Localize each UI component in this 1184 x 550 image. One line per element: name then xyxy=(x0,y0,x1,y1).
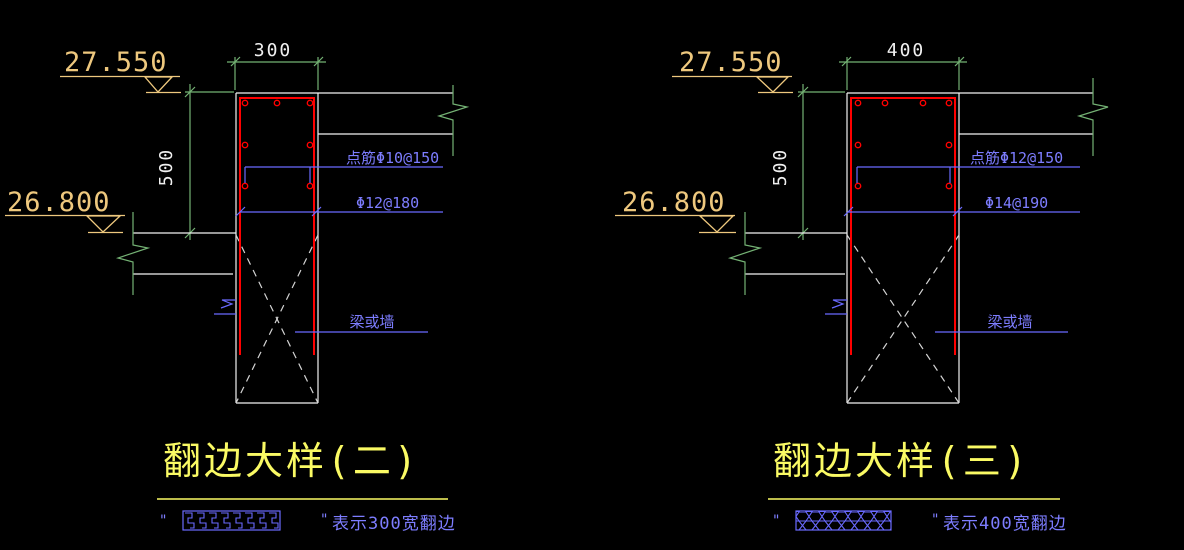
elevation-triangle-icon xyxy=(698,215,735,233)
break-line-icon xyxy=(115,212,151,295)
rebar-dot xyxy=(945,141,953,149)
elevation-triangle-icon xyxy=(85,215,122,233)
rebar-dot xyxy=(241,141,249,149)
elevation-bottom-value: 26.800 xyxy=(622,187,726,218)
wall-slab-outline-left xyxy=(115,85,470,404)
rebar-point-label: 点筋Φ10@150 xyxy=(346,149,439,167)
rebar-dot xyxy=(945,182,953,190)
width-dimension-right: 400 xyxy=(839,40,967,90)
break-line-icon xyxy=(436,85,470,156)
elevation-triangle-icon xyxy=(755,76,790,93)
legend-text: 表示400宽翻边 xyxy=(943,514,1067,534)
height-dim-value: 500 xyxy=(770,148,791,187)
width-dim-value: 300 xyxy=(254,40,293,61)
rebar-dot xyxy=(854,99,862,107)
elevation-triangle-icon xyxy=(143,76,174,93)
elevation-marker-top-right: 27.550 xyxy=(672,47,793,94)
detail-title: 翻边大样(三) xyxy=(773,439,1030,483)
rebar-hook-icon xyxy=(220,299,236,309)
wall-cross-hatch xyxy=(235,234,319,404)
rebar-outline xyxy=(850,97,956,355)
leader-tick-icon xyxy=(235,206,246,217)
elevation-marker-bottom-left: 26.800 xyxy=(5,187,125,234)
legend-text: 表示300宽翻边 xyxy=(332,514,456,534)
rebar-dot xyxy=(854,141,862,149)
legend-quote-close: " xyxy=(320,512,328,528)
rebar-dot xyxy=(241,99,249,107)
width-dimension-left: 300 xyxy=(227,40,326,90)
rebar-dot xyxy=(919,99,927,107)
rebar-dot xyxy=(945,99,953,107)
annotations-right: 点筋Φ12@150 Φ14@190 梁或墙 xyxy=(825,149,1080,333)
elevation-top-value: 27.550 xyxy=(64,47,168,78)
rebar-dot xyxy=(854,182,862,190)
rebar-hook-icon xyxy=(831,299,847,309)
elevation-marker-top-left: 27.550 xyxy=(60,47,181,94)
rebar-dot xyxy=(241,182,249,190)
detail-right: 27.550 26.800 400 500 xyxy=(615,40,1109,534)
rebar-cage-right xyxy=(850,97,956,355)
rebar-dot xyxy=(306,99,314,107)
break-line-icon xyxy=(727,212,763,295)
hex-hatch-swatch-icon xyxy=(795,510,892,531)
leader-tick-icon xyxy=(311,206,322,217)
detail-title: 翻边大样(二) xyxy=(163,439,420,483)
legend-quote-close: " xyxy=(931,512,939,528)
wall-label: 梁或墙 xyxy=(987,313,1032,331)
wall-slab-outline-right xyxy=(727,78,1109,404)
step-hatch-swatch-icon xyxy=(182,510,281,531)
width-dim-value: 400 xyxy=(887,40,926,61)
rebar-outline xyxy=(239,97,315,355)
rebar-cage-left xyxy=(239,97,315,355)
annotations-left: 点筋Φ10@150 Φ12@180 梁或墙 xyxy=(214,149,443,333)
leader-tick-icon xyxy=(843,206,854,217)
elevation-marker-bottom-right: 26.800 xyxy=(615,187,736,234)
rebar-bottom-label: Φ14@190 xyxy=(985,194,1048,212)
height-dimension-left: 500 xyxy=(156,84,234,240)
detail-left: 27.550 26.800 300 500 xyxy=(5,40,470,534)
rebar-point-label: 点筋Φ12@150 xyxy=(970,149,1063,167)
height-dim-value: 500 xyxy=(156,148,177,187)
rebar-bottom-label: Φ12@180 xyxy=(356,194,419,212)
height-dimension-right: 500 xyxy=(770,84,845,240)
leader-tick-icon xyxy=(952,206,963,217)
break-line-icon xyxy=(1076,78,1109,156)
rebar-dot xyxy=(306,141,314,149)
elevation-top-value: 27.550 xyxy=(679,47,783,78)
elevation-bottom-value: 26.800 xyxy=(7,187,111,218)
wall-label: 梁或墙 xyxy=(349,313,394,331)
title-block-left: 翻边大样(二) " " 表示300宽翻边 xyxy=(157,439,456,534)
legend-quote-open: " xyxy=(159,513,167,529)
legend-quote-open: " xyxy=(772,513,780,529)
rebar-dot xyxy=(881,99,889,107)
rebar-dot xyxy=(273,99,281,107)
rebar-dot xyxy=(306,182,314,190)
title-block-right: 翻边大样(三) " " 表示400宽翻边 xyxy=(768,439,1067,534)
